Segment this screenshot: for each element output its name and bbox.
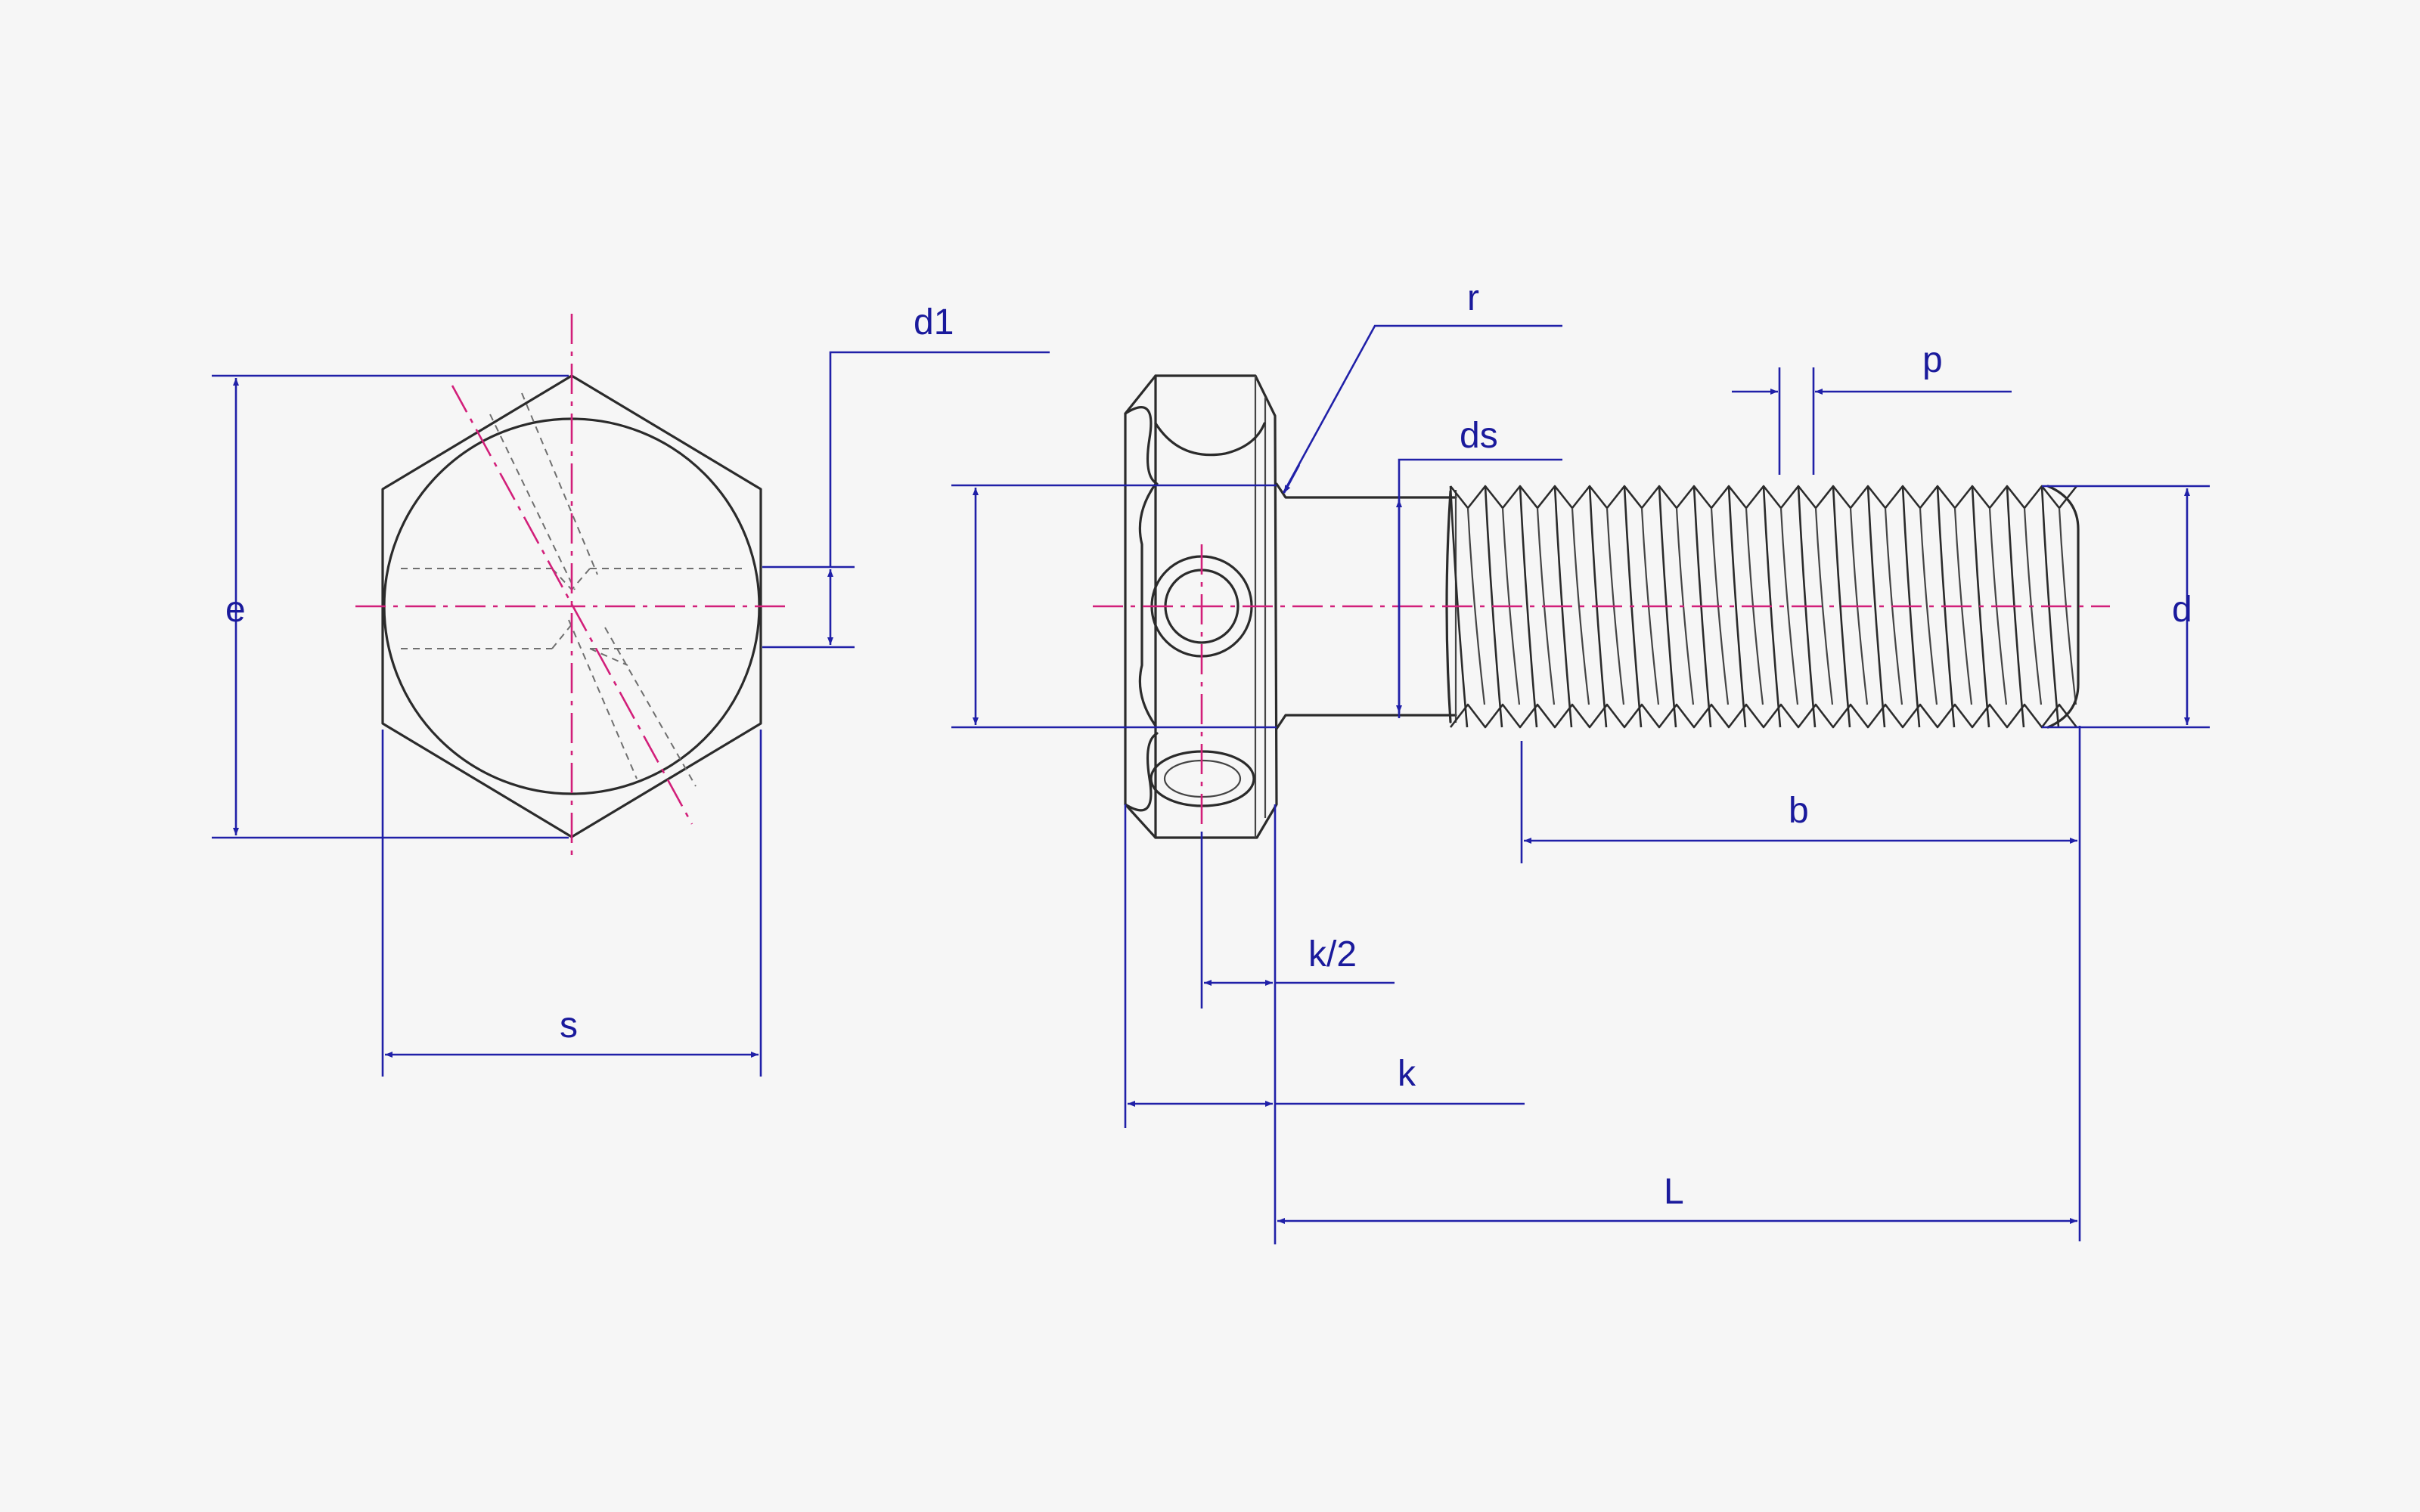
- thread-crest-line: [1866, 485, 1886, 728]
- thread-root-line: [1779, 507, 1799, 705]
- thread-root-line: [1571, 507, 1590, 705]
- thread-root-line: [1919, 507, 1938, 705]
- dimension-k-label: k: [1398, 1054, 1416, 1094]
- thread-root-line: [1675, 507, 1695, 705]
- thread-root-line: [1814, 507, 1834, 705]
- diagonal-hole-axis: [451, 385, 693, 825]
- thread-crest-line: [1832, 485, 1851, 728]
- thread-root-line: [1466, 507, 1486, 705]
- dimension-d-label: d: [2172, 590, 2192, 630]
- dimension-r-label: r: [1467, 278, 1479, 318]
- bolt-side-view: ds r p d b k/2 k L: [951, 278, 2210, 1244]
- dimension-e-label: e: [225, 590, 246, 630]
- thread-crest-line: [1727, 485, 1747, 728]
- hex-head-end-view: e s d1: [212, 302, 1050, 1077]
- dimension-k-half-label: k/2: [1308, 934, 1357, 974]
- dimension-ds-label: ds: [1460, 416, 1498, 456]
- dimension-d1-label: d1: [914, 302, 954, 342]
- dimension-s-label: s: [560, 1005, 578, 1046]
- cross-hole-hidden-lines: [401, 392, 743, 787]
- dimension-L-label: L: [1664, 1172, 1684, 1212]
- thread-crest-line: [1519, 485, 1538, 728]
- dimension-b-label: b: [1789, 791, 1809, 831]
- dimension-p-label: p: [1922, 340, 1943, 380]
